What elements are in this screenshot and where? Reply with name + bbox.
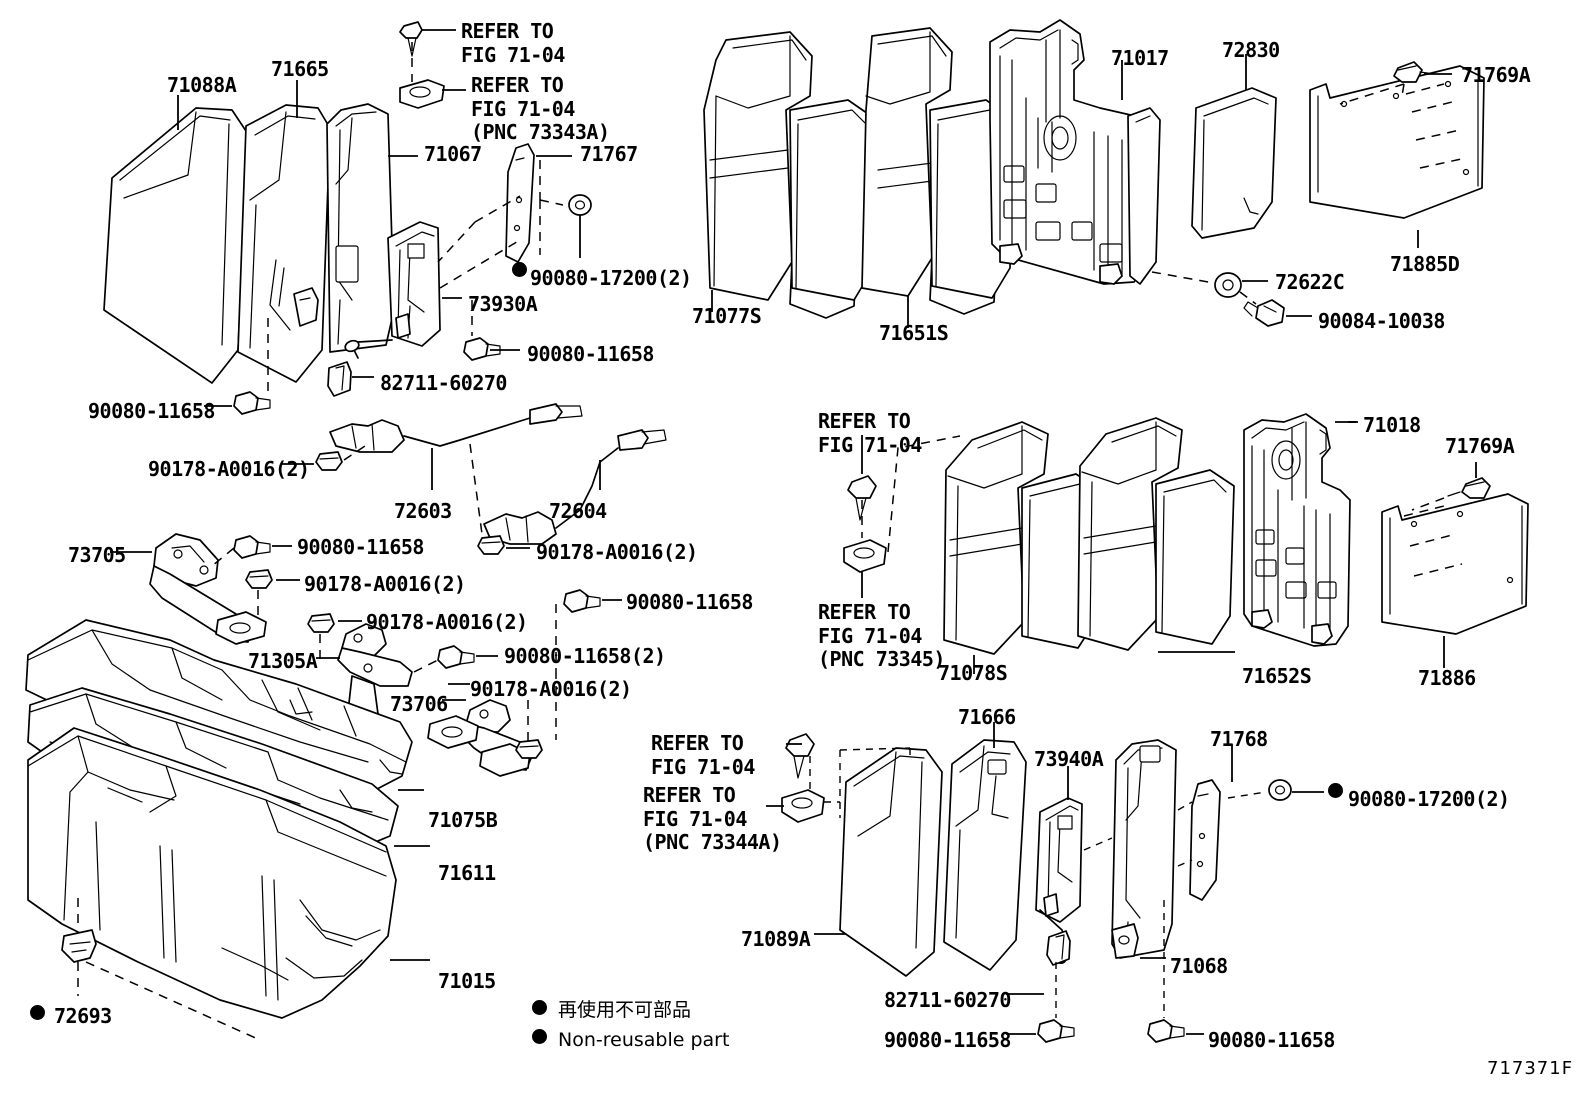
refer-note[interactable]: REFER TO FIG 71-04: [461, 19, 565, 67]
clip-82711-60270-b: [1046, 930, 1071, 966]
bolt-90080-11658-c: [1037, 1019, 1075, 1043]
part-label[interactable]: 71018: [1363, 413, 1421, 437]
refer-note[interactable]: REFER TO FIG 71-04: [651, 731, 755, 779]
nut-90080-17200-b: [1268, 779, 1292, 801]
screw-top: [399, 21, 423, 57]
bolt-73706: [563, 589, 601, 613]
part-label[interactable]: 90080-11658: [884, 1028, 1011, 1052]
part-label[interactable]: 72830: [1222, 38, 1280, 62]
part-label[interactable]: 82711-60270: [380, 371, 507, 395]
part-label[interactable]: 90080-17200(2): [530, 266, 692, 290]
part-label[interactable]: 71769A: [1445, 434, 1515, 458]
bolt-71305a: [437, 645, 475, 669]
part-label[interactable]: 71078S: [938, 661, 1008, 685]
part-label[interactable]: 90080-11658: [626, 590, 753, 614]
non-reusable-dot: [512, 262, 527, 277]
part-label[interactable]: 90080-11658: [88, 399, 215, 423]
nut-90178-a: [315, 451, 343, 471]
part-label[interactable]: 71665: [271, 57, 329, 81]
bolt-90080-11658-b: [233, 391, 271, 415]
part-label[interactable]: 71767: [580, 142, 638, 166]
part-label[interactable]: 90178-A0016(2): [536, 540, 698, 564]
part-label[interactable]: 71067: [424, 142, 482, 166]
part-label[interactable]: 90178-A0016(2): [470, 677, 632, 701]
part-label[interactable]: 90080-17200(2): [1348, 787, 1510, 811]
legend-english-text: Non-reusable part: [558, 1029, 730, 1051]
clip-72693: [61, 929, 97, 963]
bolt-90080-11658-a: [463, 337, 501, 361]
group-rear-seatback-lh: [103, 21, 592, 415]
bolt-90080-11658-d: [1147, 1019, 1185, 1043]
grommet-72622c: [1214, 272, 1242, 298]
part-label[interactable]: 72603: [394, 499, 452, 523]
refer-note[interactable]: REFER TO FIG 71-04 (PNC 73345): [818, 600, 945, 672]
part-label[interactable]: 90080-11658(2): [504, 644, 666, 668]
part-label[interactable]: 90178-A0016(2): [148, 457, 310, 481]
part-label[interactable]: 90080-11658: [1208, 1028, 1335, 1052]
part-label[interactable]: 90080-11658: [527, 342, 654, 366]
nut-73705: [245, 569, 273, 589]
nut-73706: [515, 739, 543, 759]
part-label[interactable]: 71769A: [1461, 63, 1531, 87]
part-label[interactable]: 90084-10038: [1318, 309, 1445, 333]
refer-note[interactable]: REFER TO FIG 71-04 (PNC 73343A): [471, 73, 610, 145]
group-seatback-bottom-rh: [766, 722, 1324, 1043]
non-reusable-dot: [30, 1005, 45, 1020]
part-label[interactable]: 71077S: [692, 304, 762, 328]
group-cables: [282, 403, 667, 555]
part-label[interactable]: 90178-A0016(2): [366, 610, 528, 634]
legend-dot-jp: [532, 1000, 547, 1015]
part-label[interactable]: 71305A: [248, 649, 318, 673]
group-rear-seatback-lower-rh: [843, 413, 1529, 674]
group-seat-cushion: [25, 619, 430, 1041]
part-label[interactable]: 72622C: [1275, 270, 1345, 294]
group-brackets: [110, 533, 622, 777]
part-label[interactable]: 71886: [1418, 666, 1476, 690]
refer-note[interactable]: REFER TO FIG 71-04: [818, 409, 922, 457]
screw-73345: [847, 475, 877, 521]
part-label[interactable]: 71089A: [741, 927, 811, 951]
part-label[interactable]: 71611: [438, 861, 496, 885]
nut-90080-17200: [568, 194, 592, 216]
refer-note[interactable]: REFER TO FIG 71-04 (PNC 73344A): [643, 783, 782, 855]
group-rear-seatback-upper-rh: [703, 19, 1485, 328]
part-label[interactable]: 82711-60270: [884, 988, 1011, 1012]
part-label[interactable]: 73706: [390, 692, 448, 716]
part-label[interactable]: 71068: [1170, 954, 1228, 978]
part-label[interactable]: 71015: [438, 969, 496, 993]
part-label[interactable]: 71017: [1111, 46, 1169, 70]
legend-japanese-text: 再使用不可部品: [558, 999, 692, 1021]
figure-code: 717371F: [1487, 1058, 1574, 1079]
part-label[interactable]: 71666: [958, 705, 1016, 729]
part-label[interactable]: 71768: [1210, 727, 1268, 751]
non-reusable-dot: [1328, 783, 1343, 798]
part-label[interactable]: 71885D: [1390, 252, 1460, 276]
part-label[interactable]: 71088A: [167, 73, 237, 97]
part-label[interactable]: 90080-11658: [297, 535, 424, 559]
part-label[interactable]: 72693: [54, 1004, 112, 1028]
nut-90178-b: [477, 535, 505, 555]
part-label[interactable]: 73940A: [1034, 747, 1104, 771]
screw-73344a: [785, 733, 815, 779]
clip-73345: [843, 539, 887, 573]
part-label[interactable]: 71652S: [1242, 664, 1312, 688]
part-label[interactable]: 71651S: [879, 321, 949, 345]
legend-dot-en: [532, 1029, 547, 1044]
clip-73344a: [781, 789, 825, 823]
part-label[interactable]: 90178-A0016(2): [304, 572, 466, 596]
screw-71769a-top: [1393, 61, 1435, 83]
bolt-90084-10038: [1243, 299, 1285, 327]
screw-71769a-mid: [1447, 477, 1491, 499]
part-label[interactable]: 72604: [549, 499, 607, 523]
part-label[interactable]: 73930A: [468, 292, 538, 316]
part-label[interactable]: 73705: [68, 543, 126, 567]
part-label[interactable]: 71075B: [428, 808, 498, 832]
nut-71305a: [307, 613, 335, 633]
clip-73343a: [399, 79, 445, 109]
bolt-73705: [233, 535, 271, 559]
